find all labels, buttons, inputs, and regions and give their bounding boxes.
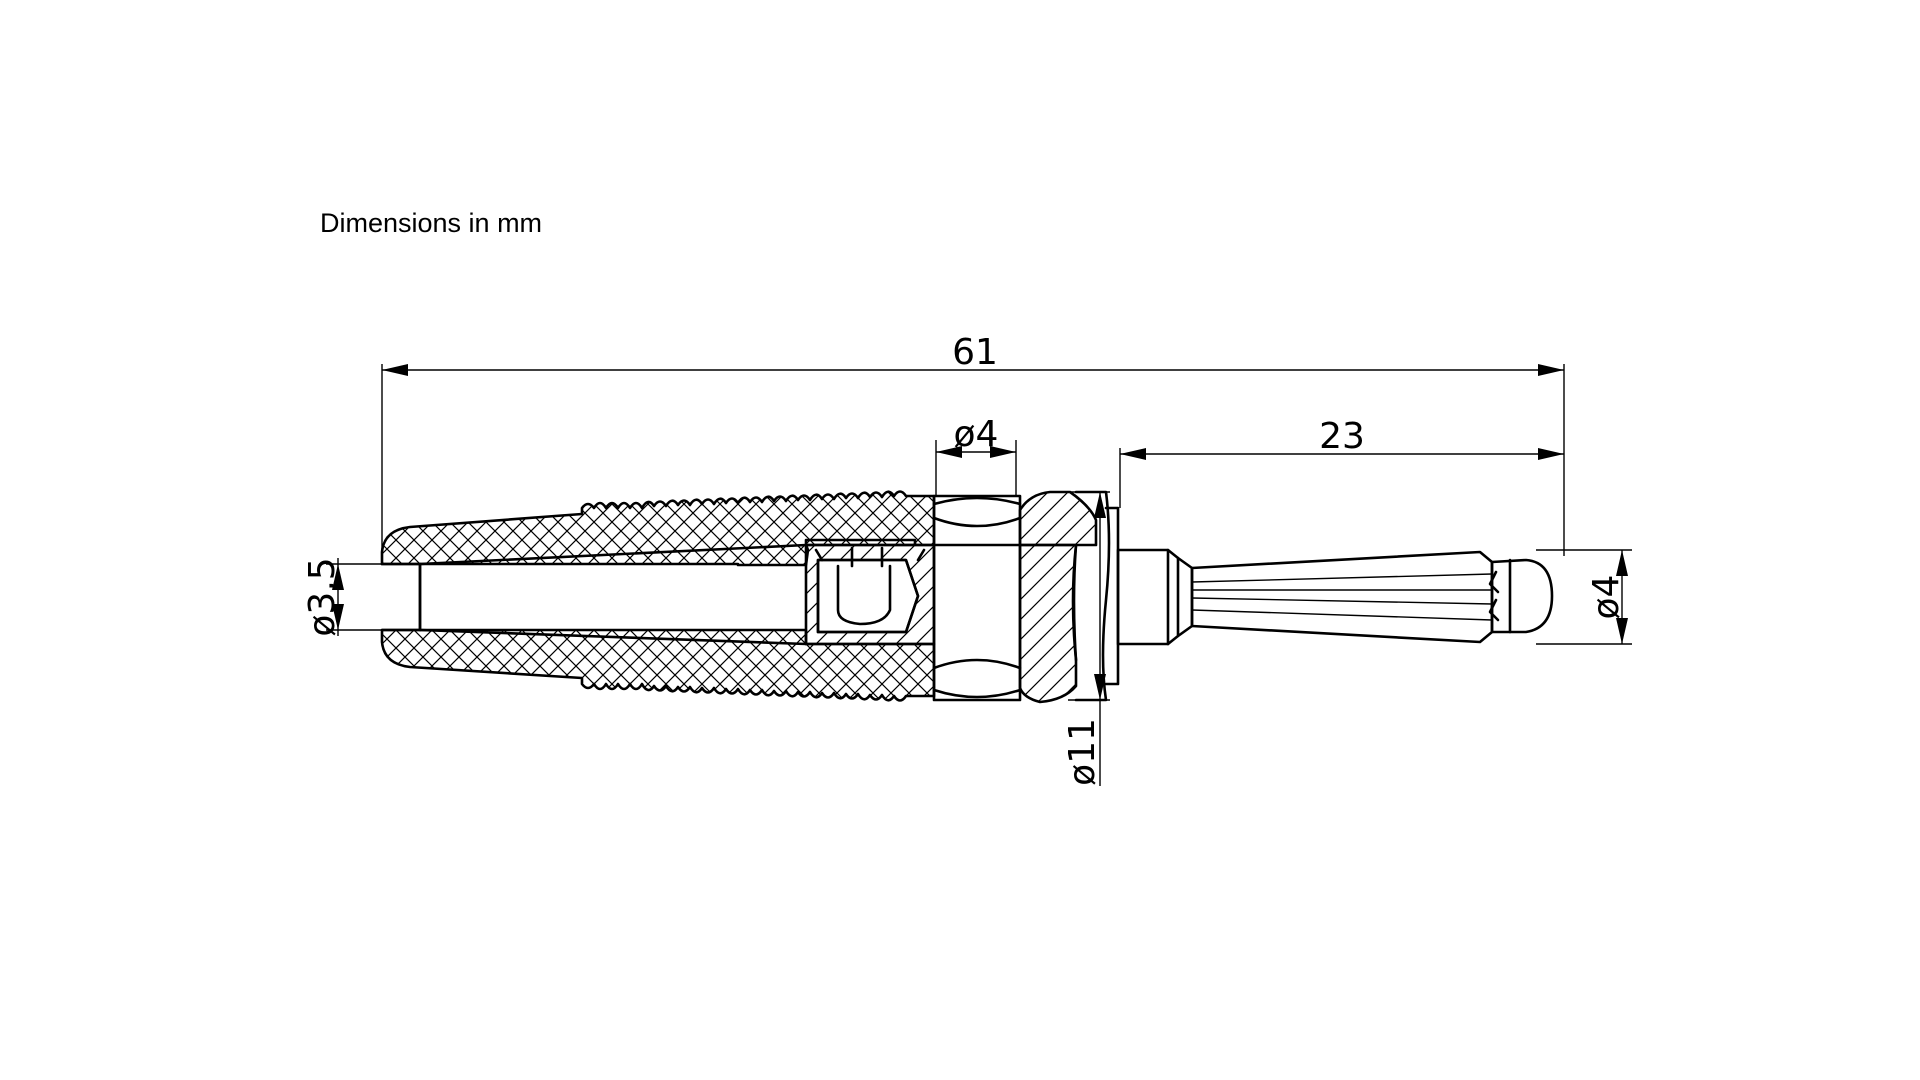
arrow-plug-right [1538, 448, 1564, 460]
dim-text-bore: ø4 [954, 414, 999, 455]
sleeve-bore [380, 562, 422, 632]
arrow-pin-bottom [1616, 618, 1628, 644]
body-head-section [1018, 490, 1098, 547]
arrow-inlet-top [332, 564, 344, 590]
bore-taper-bottom [418, 628, 808, 646]
spring-slot-mark-1 [1488, 570, 1500, 594]
plug-body [380, 490, 1554, 704]
spring-slot-mark-2 [1488, 598, 1500, 622]
body-waist [932, 494, 1022, 702]
dim-text-overall-length: 61 [952, 332, 998, 373]
clamp-chamfer-2 [916, 548, 926, 562]
waist-curve-mid-top [932, 516, 1022, 528]
pin-spring-contact [1190, 550, 1494, 644]
dim-text-plug-length: 23 [1319, 416, 1365, 457]
arrow-pin-top [1616, 550, 1628, 576]
dimension-lines: 61 23 ø4 ø3,5 ø11 ø4 [302, 332, 1632, 786]
waist-curve-bottom [932, 688, 1022, 699]
arrow-body-top [1094, 492, 1106, 518]
sleeve-lower-section [380, 628, 936, 702]
caption-text: Dimensions in mm [320, 208, 542, 238]
waist-curve-mid-bottom [932, 658, 1022, 670]
clamp-screw [836, 564, 892, 626]
dim-text-body: ø11 [1062, 718, 1103, 786]
spring-lamella-3 [1191, 597, 1493, 605]
waist-curve-top [932, 496, 1022, 506]
head-collar-curve [1071, 543, 1078, 662]
clamp-chamfer-1 [814, 548, 824, 562]
pin-tip [1490, 558, 1554, 634]
pin-collar [1176, 556, 1194, 638]
arrow-overall-left [382, 364, 408, 376]
dim-text-pin: ø4 [1586, 575, 1627, 620]
spring-lamella-4 [1191, 609, 1493, 621]
arrow-plug-left [1120, 448, 1146, 460]
spring-lamella-1 [1191, 573, 1493, 583]
arrow-bore-left [936, 446, 962, 458]
arrow-overall-right [1538, 364, 1564, 376]
body-head-lower-section [1018, 543, 1078, 704]
clamp-cavity [816, 558, 920, 634]
bore-taper-top [418, 543, 808, 566]
arrow-inlet-bottom [332, 604, 344, 630]
arrow-body-bottom [1094, 674, 1106, 700]
dim-text-inlet: ø3,5 [302, 557, 343, 636]
arrow-bore-right [990, 446, 1016, 458]
